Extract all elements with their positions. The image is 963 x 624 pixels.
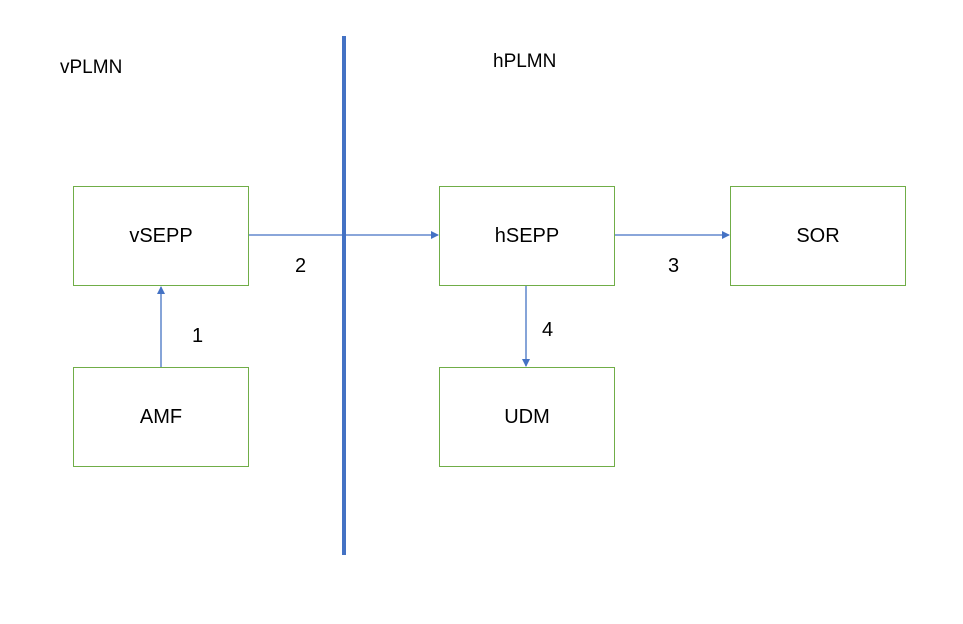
step-label-3: 3: [668, 255, 680, 277]
node-sor-label: SOR: [796, 224, 840, 247]
step-label-2: 2: [295, 255, 307, 277]
node-hsepp-label: hSEPP: [494, 224, 560, 247]
node-amf-label: AMF: [139, 405, 183, 428]
region-label-vplmn: vPLMN: [60, 57, 123, 78]
step-label-1: 1: [192, 325, 204, 347]
node-amf: AMF: [73, 367, 249, 467]
node-vsepp: vSEPP: [73, 186, 249, 286]
step-label-4: 4: [542, 319, 554, 341]
node-hsepp: hSEPP: [439, 186, 615, 286]
region-label-hplmn: hPLMN: [493, 51, 557, 72]
node-sor: SOR: [730, 186, 906, 286]
node-udm: UDM: [439, 367, 615, 467]
node-udm-label: UDM: [504, 405, 550, 428]
node-vsepp-label: vSEPP: [129, 224, 193, 247]
